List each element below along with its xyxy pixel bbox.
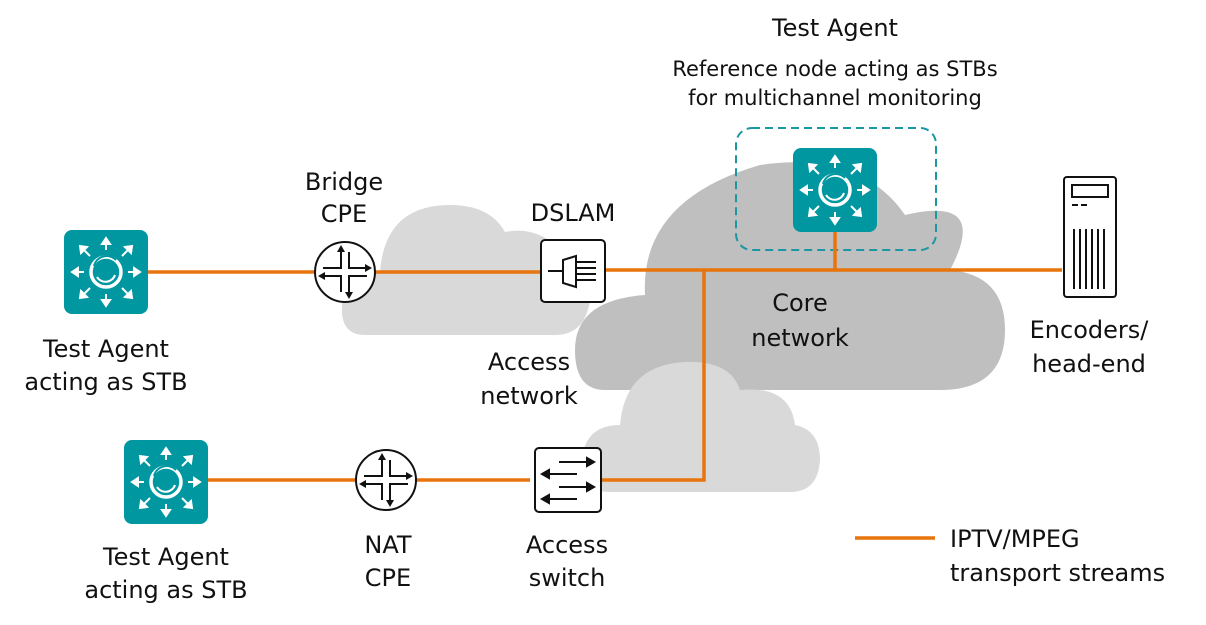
access-network-label-line1: Access [488,348,570,376]
legend-label-line2: transport streams [950,559,1165,587]
access-switch-label-line2: switch [529,564,606,592]
encoders-label-line2: head-end [1032,350,1146,378]
reference-agent-desc-line1: Reference node acting as STBs [672,57,997,81]
agent-bottom-label-line1: Test Agent [102,543,229,571]
router-icon [355,449,417,511]
bridge-cpe-label-line2: CPE [321,200,367,228]
nat-cpe-label-line1: NAT [364,531,412,559]
bridge-cpe-label-line1: Bridge [305,168,383,196]
test-agent-icon [791,146,879,234]
legend-label-line1: IPTV/MPEG [950,525,1080,553]
agent-bottom-label-line2: acting as STB [84,576,247,604]
server-icon [1063,176,1117,298]
link-switch-to-core [600,270,706,482]
dslam-icon [540,239,606,303]
core-network-label-line1: Core [772,289,828,317]
iptv-stream-links [148,232,1062,540]
access-switch-label-line1: Access [526,531,608,559]
encoders-label-line1: Encoders/ [1030,316,1150,344]
core-network-cloud [575,162,1005,390]
dslam-label: DSLAM [531,199,616,227]
nat-cpe-label-line2: CPE [365,564,411,592]
reference-agent-desc-line2: for multichannel monitoring [688,86,982,110]
test-agent-icon [62,228,150,316]
agent-top-label-line2: acting as STB [24,368,187,396]
router-icon [314,241,376,303]
agent-top-label-line1: Test Agent [42,335,169,363]
access-network-label-line2: network [480,382,578,410]
reference-agent-title: Test Agent [771,14,898,42]
test-agent-icon [122,438,210,526]
access-switch-cloud [581,361,820,492]
access-network-cloud [341,205,591,335]
core-network-label-line2: network [751,324,849,352]
switch-icon [534,447,602,513]
